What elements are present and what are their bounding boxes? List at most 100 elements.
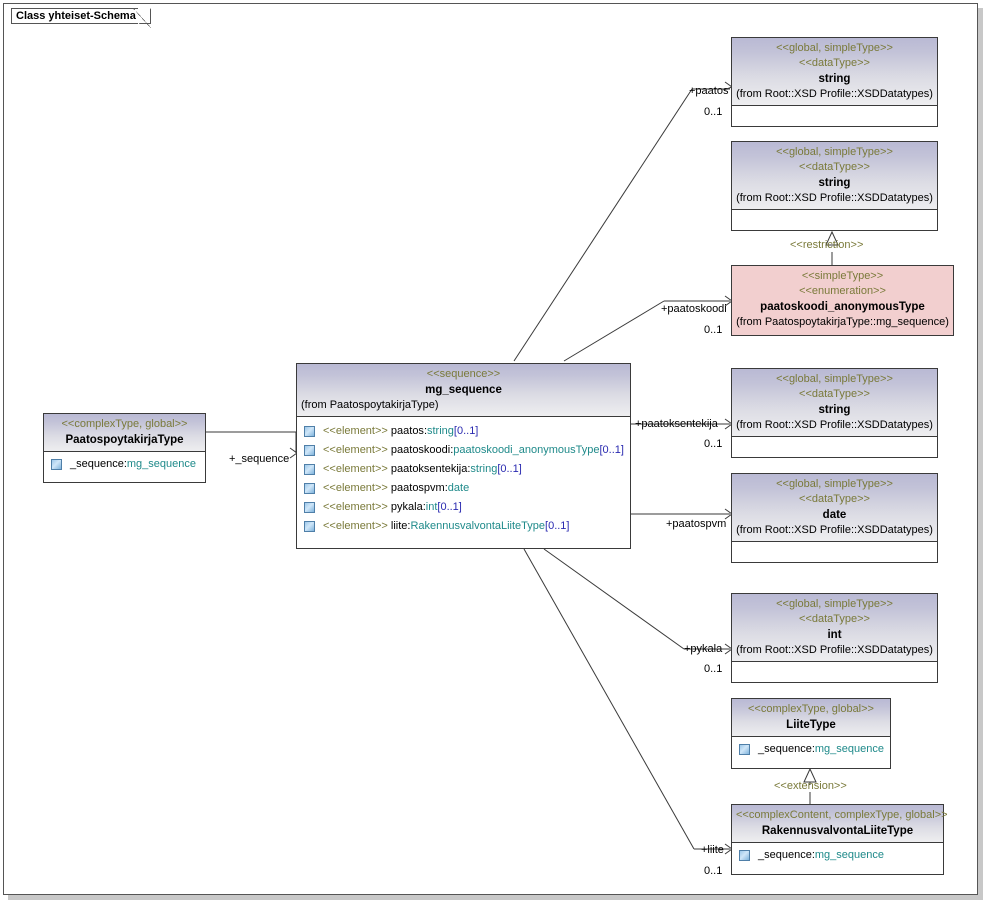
empty-compartment	[732, 437, 937, 447]
empty-compartment	[732, 106, 937, 116]
class-name: PaatospoytakirjaType	[65, 434, 184, 446]
class-stereotype-1: <<global, simpleType>>	[776, 598, 893, 610]
diagram-title: Class yhteiset-Schema	[16, 10, 136, 22]
element-row[interactable]: <<element>> paatoksentekija:string[0..1]	[301, 460, 628, 479]
class-stereotype-2: <<dataType>>	[799, 613, 870, 625]
element-type: date	[447, 482, 470, 494]
class-box-string-restricted[interactable]: <<global, simpleType>> <<dataType>> stri…	[731, 141, 938, 231]
attribute-icon	[304, 426, 315, 437]
class-name: LiiteType	[786, 719, 836, 731]
element-row[interactable]: <<element>> paatos:string[0..1]	[301, 422, 628, 441]
mult-label-paatoskoodi: 0..1	[704, 324, 723, 336]
element-name: pykala	[390, 501, 423, 513]
attribute-icon	[51, 459, 62, 470]
class-box-string-paatoksentekija[interactable]: <<global, simpleType>> <<dataType>> stri…	[731, 368, 938, 458]
element-type: string	[470, 463, 498, 475]
element-keyword: <<element>>	[323, 520, 388, 532]
empty-compartment	[732, 542, 937, 552]
class-stereotype: <<complexType, global>>	[61, 418, 188, 430]
class-stereotype-1: <<simpleType>>	[801, 270, 884, 282]
class-namespace: (from Root::XSD Profile::XSDDatatypes)	[736, 192, 933, 204]
class-name: int	[827, 629, 842, 641]
class-header: <<complexType, global>> LiiteType	[732, 699, 890, 737]
class-stereotype-1: <<global, simpleType>>	[776, 373, 893, 385]
element-multiplicity: [0..1]	[545, 520, 570, 532]
element-multiplicity: [0..1]	[497, 463, 522, 475]
class-namespace: (from Root::XSD Profile::XSDDatatypes)	[736, 644, 933, 656]
element-type: string	[427, 425, 454, 437]
mult-label-paatos: 0..1	[704, 106, 723, 118]
class-stereotype: <<sequence>>	[426, 368, 501, 380]
element-row[interactable]: <<element>> paatospvm:date	[301, 479, 628, 498]
class-stereotype-1: <<global, simpleType>>	[776, 42, 893, 54]
role-label-pykala: +pykala	[684, 643, 723, 655]
attribute-type: mg_sequence	[126, 458, 196, 470]
element-name: paatoksentekija	[390, 463, 468, 475]
class-box-rakennusvalvontaliitetype[interactable]: <<complexContent, complexType, global>> …	[731, 804, 948, 875]
attribute-icon	[304, 483, 315, 494]
element-separator: :	[423, 425, 427, 437]
element-multiplicity: [0..1]	[437, 501, 462, 513]
attribute-name: _sequence	[70, 458, 124, 470]
class-name: mg_sequence	[425, 384, 502, 396]
element-keyword: <<element>>	[323, 501, 388, 513]
class-box-paatoskoodi-anonymoustype[interactable]: <<simpleType>> <<enumeration>> paatoskoo…	[731, 265, 954, 336]
element-row[interactable]: <<element>> liite:RakennusvalvontaLiiteT…	[301, 517, 628, 536]
class-box-paatospoytakirjatype[interactable]: <<complexType, global>> Paatospoytakirja…	[43, 413, 206, 483]
class-box-mg-sequence[interactable]: <<sequence>> mg_sequence (from Paatospoy…	[296, 363, 631, 549]
class-diagram-frame: Class yhteiset-Schema	[3, 3, 978, 895]
class-namespace: (from Root::XSD Profile::XSDDatatypes)	[736, 419, 933, 431]
element-multiplicity: [0..1]	[599, 444, 624, 456]
class-header: <<global, simpleType>> <<dataType>> stri…	[732, 38, 937, 106]
attribute-row[interactable]: _sequence:mg_sequence	[736, 740, 888, 759]
wire-paatoskoodi	[563, 300, 665, 362]
element-separator: :	[422, 501, 426, 513]
role-label-paatospvm: +paatospvm	[666, 518, 727, 530]
role-label-paatoksentekija: +paatoksentekija	[635, 418, 718, 430]
class-stereotype: <<complexType, global>>	[748, 703, 874, 715]
element-name: paatoskoodi	[390, 444, 451, 456]
element-row[interactable]: <<element>> paatoskoodi:paatoskoodi_anon…	[301, 441, 628, 460]
class-box-int[interactable]: <<global, simpleType>> <<dataType>> int …	[731, 593, 938, 683]
class-header: <<global, simpleType>> <<dataType>> stri…	[732, 142, 937, 210]
attribute-row[interactable]: _sequence:mg_sequence	[48, 455, 203, 474]
class-header: <<global, simpleType>> <<dataType>> date…	[732, 474, 937, 542]
class-box-date[interactable]: <<global, simpleType>> <<dataType>> date…	[731, 473, 938, 563]
element-separator: :	[450, 444, 454, 456]
class-header: <<simpleType>> <<enumeration>> paatoskoo…	[732, 266, 953, 333]
class-namespace: (from Root::XSD Profile::XSDDatatypes)	[736, 88, 933, 100]
extension-tag: <<extension>>	[774, 780, 847, 792]
element-type: int	[425, 501, 438, 513]
class-stereotype-2: <<dataType>>	[799, 493, 870, 505]
attributes-compartment: _sequence:mg_sequence	[732, 843, 943, 868]
element-separator: :	[444, 482, 448, 494]
attribute-icon	[739, 744, 750, 755]
elements-compartment: <<element>> paatos:string[0..1] <<elemen…	[297, 417, 630, 539]
class-stereotype: <<complexContent, complexType, global>>	[736, 809, 948, 821]
class-namespace: (from PaatospoytakirjaType)	[301, 399, 439, 411]
attribute-row[interactable]: _sequence:mg_sequence	[736, 846, 941, 865]
attributes-compartment: _sequence:mg_sequence	[44, 452, 205, 477]
class-stereotype-1: <<global, simpleType>>	[776, 478, 893, 490]
class-box-string-paatos[interactable]: <<global, simpleType>> <<dataType>> stri…	[731, 37, 938, 127]
element-row[interactable]: <<element>> pykala:int[0..1]	[301, 498, 628, 517]
role-label-paatoskoodi: +paatoskoodi	[661, 303, 727, 315]
attribute-separator: :	[811, 743, 815, 755]
class-name: string	[818, 404, 851, 416]
element-keyword: <<element>>	[323, 482, 388, 494]
attribute-type: mg_sequence	[814, 743, 884, 755]
element-keyword: <<element>>	[323, 463, 388, 475]
attribute-icon	[304, 464, 315, 475]
attribute-icon	[304, 521, 315, 532]
element-name: liite	[390, 520, 408, 532]
element-multiplicity: [0..1]	[453, 425, 479, 437]
element-separator: :	[407, 520, 411, 532]
class-box-liitetype[interactable]: <<complexType, global>> LiiteType _seque…	[731, 698, 891, 769]
attribute-separator: :	[811, 849, 815, 861]
restriction-tag: <<restriction>>	[790, 239, 864, 251]
class-stereotype-2: <<dataType>>	[799, 57, 870, 69]
element-keyword: <<element>>	[323, 425, 388, 437]
attribute-icon	[304, 502, 315, 513]
class-stereotype-2: <<dataType>>	[799, 161, 870, 173]
class-name: paatoskoodi_anonymousType	[760, 301, 925, 313]
